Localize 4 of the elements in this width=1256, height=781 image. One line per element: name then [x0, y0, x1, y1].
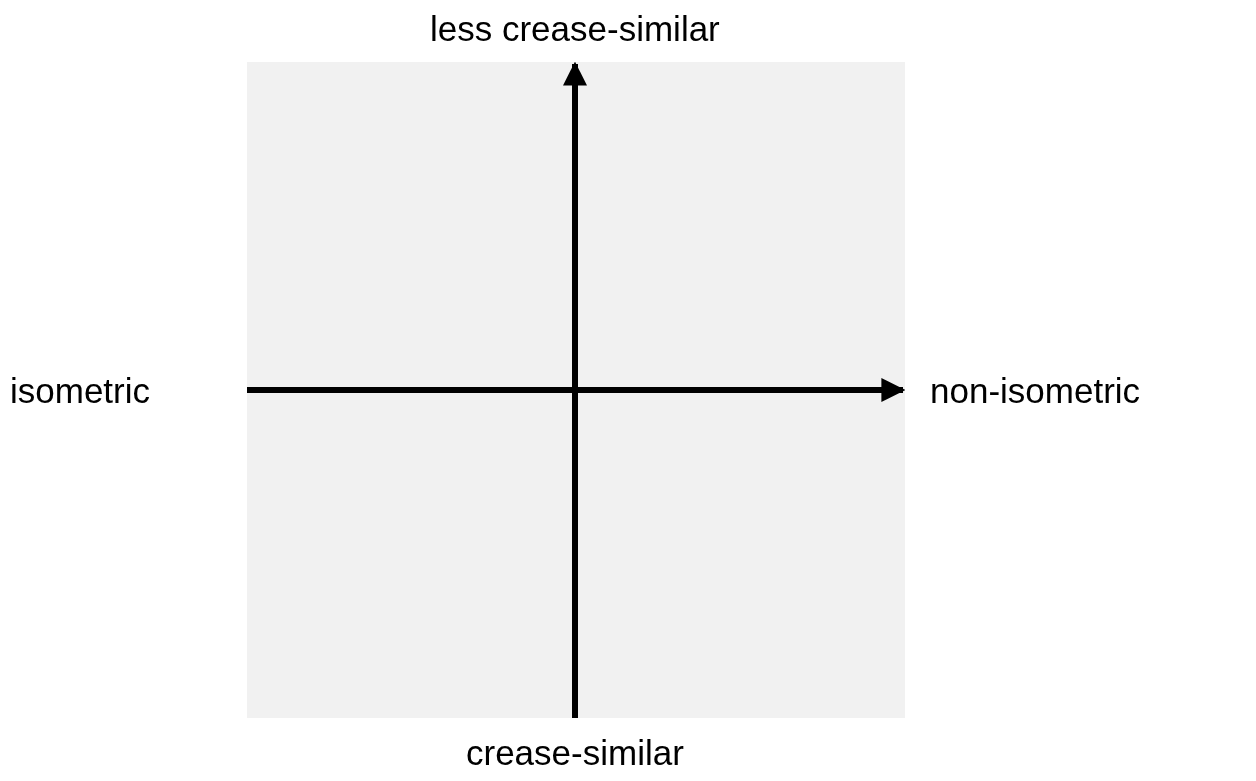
axis-label: crease-similar	[466, 734, 684, 770]
axis-label: isometric	[10, 372, 151, 408]
axis-label: less crease-similar	[430, 10, 720, 46]
axis-label: non-isometric	[930, 372, 1141, 408]
